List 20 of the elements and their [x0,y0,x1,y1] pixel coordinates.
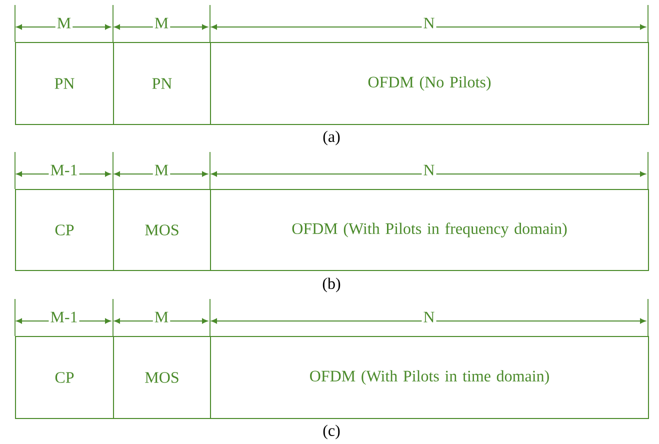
segment-box: PN [15,42,114,125]
segment-box: OFDM (With Pilots in frequency domain) [210,189,649,271]
dimension-label: N [422,310,436,324]
segment-box: MOS [113,189,211,271]
dimension-label: M [152,16,170,30]
dimension-label: M [55,16,73,30]
segment-box: OFDM (With Pilots in time domain) [210,336,649,419]
panel-caption: (a) [323,130,340,146]
dimension-label: N [422,16,436,30]
dimension-label: N [422,163,436,177]
panel-caption: (b) [322,278,340,292]
segment-box: CP [15,189,114,271]
segment-box: CP [15,336,114,419]
dimension-label: M-1 [48,163,80,177]
segment-box: PN [113,42,211,125]
segment-box: MOS [113,336,211,419]
dimension-label: M [152,310,170,324]
segment-box: OFDM (No Pilots) [210,42,649,125]
dimension-label: M-1 [48,310,80,324]
dimension-label: M [152,163,170,177]
